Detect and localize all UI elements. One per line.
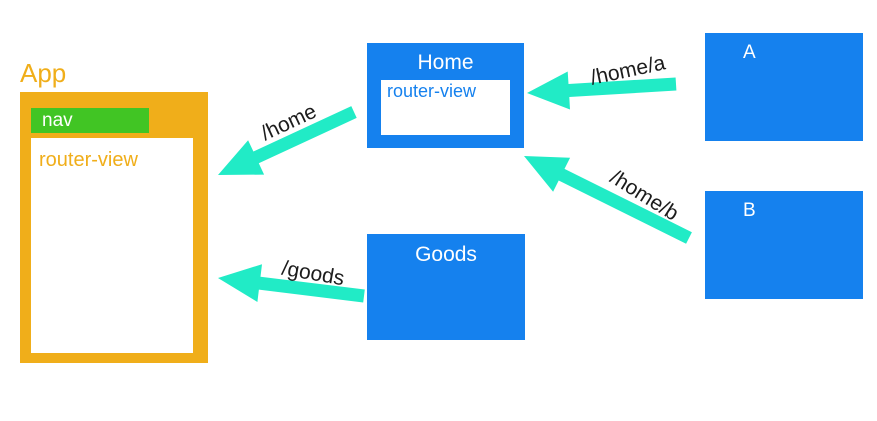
home-b-route-label: /home/b	[605, 165, 683, 226]
app-component-box: nav router-view	[20, 92, 208, 363]
home-router-view-box: router-view	[381, 80, 510, 135]
goods-route-label: /goods	[280, 256, 347, 291]
home-route-label: /home	[257, 99, 321, 146]
component-b-box: B	[705, 191, 863, 299]
home-component-title: Home	[417, 51, 474, 74]
component-a-box: A	[705, 33, 863, 141]
home-component-box: Home router-view	[367, 43, 524, 148]
component-b-label: B	[743, 200, 756, 221]
goods-component-title: Goods	[415, 243, 477, 266]
home-a-route-label: /home/a	[588, 51, 668, 90]
app-router-view-label: router-view	[39, 149, 138, 171]
home-router-view-label: router-view	[387, 81, 477, 101]
component-a-label: A	[743, 42, 756, 63]
app-component-title: App	[20, 58, 67, 88]
nav-bar: nav	[31, 108, 149, 133]
goods-component-box: Goods	[367, 234, 525, 340]
app-router-view-area: router-view	[31, 138, 193, 353]
nav-label: nav	[42, 110, 73, 131]
